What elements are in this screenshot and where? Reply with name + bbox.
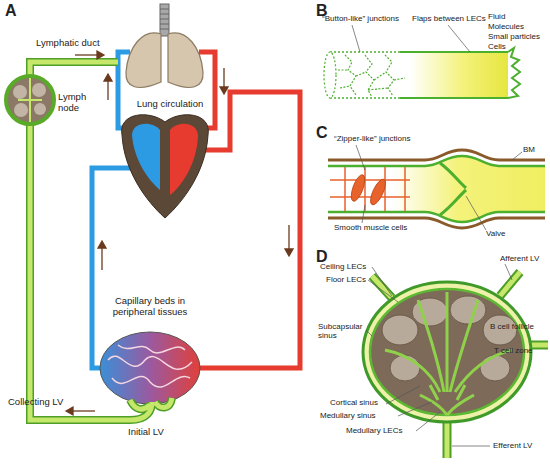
part-label: Efferent LV [493,441,532,450]
b-cell-follicle [480,355,510,381]
leader-lines [366,264,512,446]
valve-leaflets [440,163,466,215]
part-label: Floor LECs [326,275,366,284]
lymph-vessel-outline [30,62,172,420]
part-label: Capillary beds in peripheral tissues [100,296,200,318]
vessel-end [324,52,336,98]
part-label: Collecting LV [8,397,63,408]
cortical-sinus [385,292,512,392]
part-label: Cortical sinus [330,398,378,407]
collecting-lymphatic [328,156,545,222]
arrow-head [66,407,73,415]
flow-arrow [72,410,95,411]
panel-c [328,145,545,230]
part-label: Molecules [488,22,524,31]
follicle [32,83,46,97]
vessel-wall [328,156,545,222]
button-junctions [338,55,405,97]
flow-arrow [223,68,224,88]
part-label: Flaps between LECs [412,14,486,23]
trachea [160,4,169,36]
vessel-wall [400,52,508,98]
follicle [14,103,28,117]
part-label: Valve [486,229,505,238]
part-label: Ceiling LECs [320,262,366,271]
b-cell-follicle [390,355,420,381]
part-label: Afferent LV [500,254,539,263]
part-label: B cell follicle [490,322,534,331]
flow-arrow [101,247,102,270]
leader-lines [352,25,470,52]
flow-arrows [66,51,293,415]
lymph-node-small [6,76,54,124]
follicle [34,103,46,115]
panel-letter: A [5,2,17,20]
basement-membrane [328,150,545,228]
arrow-head [220,87,228,94]
part-label: Lymph node [58,92,94,114]
left-lung [126,33,161,88]
arrow-head [104,74,112,81]
part-label: Medullary sinus [320,411,376,420]
b-cell-follicle [450,296,486,324]
arrow-head [97,51,104,59]
lymph-vessel [30,62,172,420]
lec-flaps [508,48,520,98]
node-sinus [18,78,42,122]
capillary-vessels [108,345,192,387]
panel-letter: C [316,124,328,142]
smooth-muscle-cell [349,173,368,203]
right-lung [168,33,203,88]
panel-a [6,4,300,420]
trachea-rings [160,9,169,29]
medullary-sinus [420,385,474,415]
b-cell-follicle [382,315,418,345]
part-label: Initial LV [128,427,164,438]
part-label: Subcapsular sinus [318,322,368,340]
part-label: Medullary LECs [346,426,402,435]
part-label: Fluid [488,12,505,21]
arrow-head [98,241,106,248]
part-label: “Button-like” junctions [322,14,399,23]
part-label: Smooth muscle cells [334,223,407,232]
part-label: BM [523,145,535,154]
part-label: Lung circulation [122,99,218,110]
capillary-bed [100,332,200,404]
part-label: Lymphatic duct [36,38,100,49]
right-heart [132,124,160,190]
initial-lymphatic [330,52,508,98]
heart [122,115,209,218]
flow-arrow [107,80,108,100]
follicle [13,85,27,99]
smooth-muscle-cell [368,177,389,207]
part-label: Small particles [488,32,540,41]
left-heart [170,124,198,195]
flow-arrow [75,54,98,55]
leader-lines [356,145,522,230]
part-label: T cell zone [494,346,533,355]
zipper-junctions [330,167,410,211]
systemic-artery [196,92,300,368]
arrow-head [285,249,293,256]
part-label: Cells [488,42,506,51]
flow-arrow [288,225,289,250]
part-label: “Zipper-like” junctions [334,134,410,143]
